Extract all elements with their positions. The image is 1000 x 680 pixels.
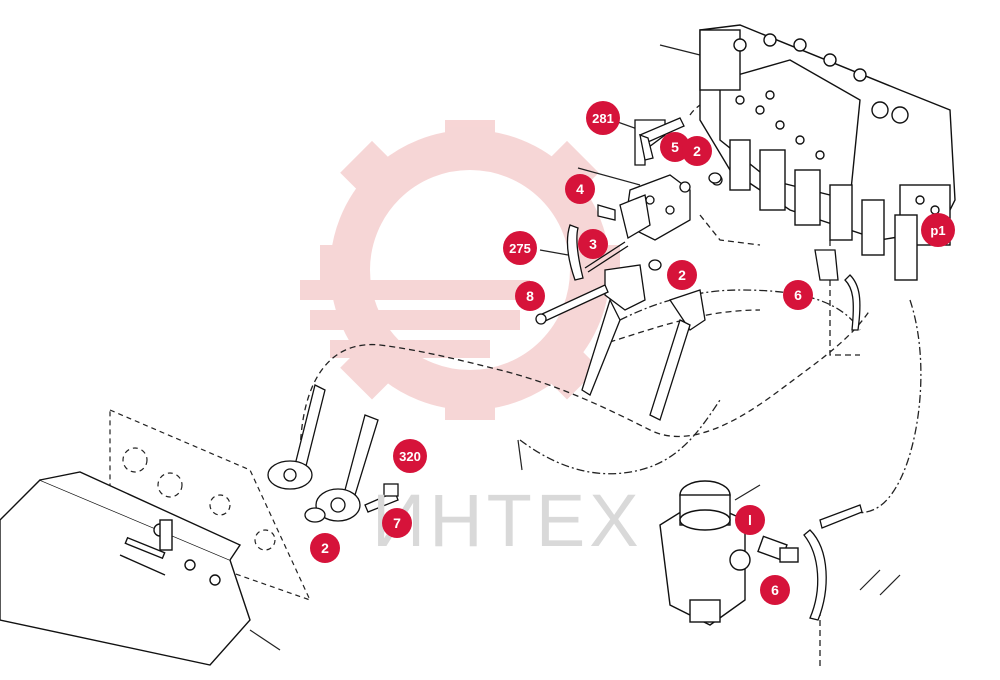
callout-4[interactable]: 4 <box>565 174 595 204</box>
callout-6-upper[interactable]: 6 <box>783 280 813 310</box>
callout-6-lower[interactable]: 6 <box>760 575 790 605</box>
control-valve-assembly <box>699 24 956 281</box>
transmission-mount-plate <box>109 409 312 602</box>
watermark-gear-logo <box>300 120 620 420</box>
elbow-fitting <box>638 117 685 161</box>
bolts <box>364 284 609 513</box>
callout-275[interactable]: 275 <box>503 231 537 265</box>
callout-7[interactable]: 7 <box>382 508 412 538</box>
callout-8[interactable]: 8 <box>515 281 545 311</box>
transmission-housing <box>0 471 251 666</box>
watermark-text: ИНТЕХ <box>372 479 643 562</box>
callout-320[interactable]: 320 <box>393 439 427 473</box>
callout-l[interactable]: l <box>735 505 765 535</box>
callout-2-middle[interactable]: 2 <box>667 260 697 290</box>
flanges <box>267 172 722 523</box>
callout-2-lower[interactable]: 2 <box>310 533 340 563</box>
callout-2-upper[interactable]: 2 <box>682 136 712 166</box>
hydraulic-hoses <box>294 224 863 621</box>
callout-3[interactable]: 3 <box>578 229 608 259</box>
callout-281[interactable]: 281 <box>586 101 620 135</box>
callout-p1[interactable]: p1 <box>921 213 955 247</box>
priority-valve <box>659 480 799 626</box>
manifold-bracket <box>584 119 723 273</box>
